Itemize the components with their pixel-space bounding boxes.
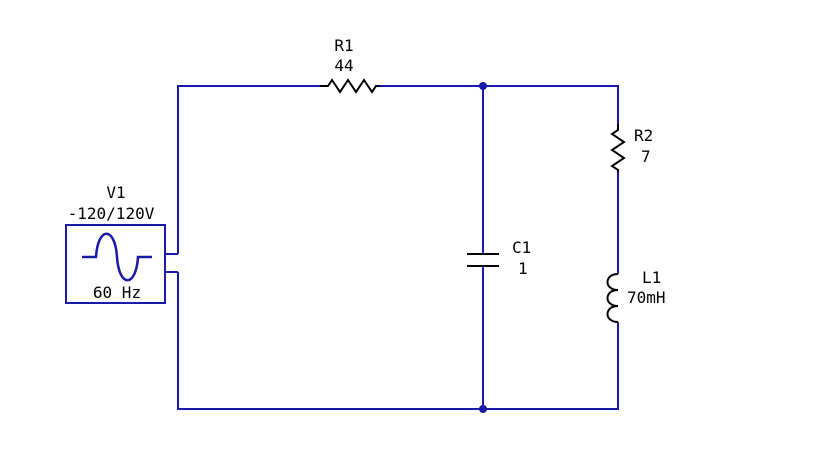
inductor-l1: L1 70mH	[606, 268, 666, 323]
resistor-r2-symbol	[610, 124, 626, 172]
wire-top-right	[380, 85, 619, 124]
junction-node-top	[479, 82, 487, 90]
l1-name-label: L1	[642, 268, 661, 287]
junction-node-bottom	[479, 405, 487, 413]
wire-top-left	[177, 85, 320, 254]
ac-source-v1: V1 -120/120V 60 Hz	[65, 183, 166, 304]
wires	[165, 85, 619, 410]
source-frequency-label: 60 Hz	[93, 283, 141, 302]
resistor-r2: R2 7	[610, 124, 653, 172]
sine-wave-icon	[82, 232, 152, 282]
source-name-label: V1	[106, 183, 125, 202]
wire-l1-to-bottom	[177, 272, 619, 410]
resistor-r1-symbol	[320, 78, 380, 94]
l1-value-label: 70mH	[627, 288, 666, 307]
r2-name-label: R2	[634, 126, 653, 145]
ac-source-box	[65, 224, 166, 304]
inductor-l1-symbol	[606, 273, 619, 323]
r2-value-label: 7	[641, 147, 651, 166]
resistor-r1: R1 44	[320, 36, 380, 94]
capacitor-c1: C1 1	[467, 238, 531, 278]
c1-name-label: C1	[512, 238, 531, 257]
r1-name-label: R1	[334, 36, 353, 55]
source-value-label: -120/120V	[68, 204, 155, 223]
c1-value-label: 1	[518, 259, 528, 278]
r1-value-label: 44	[334, 56, 353, 75]
